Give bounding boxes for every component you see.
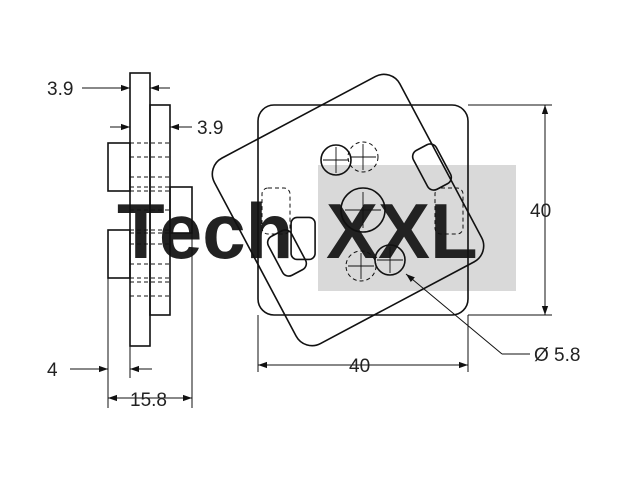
- front-rotated-plate: [211, 73, 485, 347]
- slot-upper-right: [411, 143, 453, 191]
- hole-center: [340, 187, 386, 233]
- hole-upper-left: [320, 144, 352, 176]
- watermark-text-right: XXL: [326, 187, 478, 275]
- dim-bottom-offset: 4: [47, 360, 58, 381]
- hidden-slot-left: [261, 187, 291, 235]
- side-boss-right: [169, 186, 193, 234]
- dim-flange-thickness: 3.9: [197, 118, 223, 139]
- watermark: Tech XXL: [117, 165, 516, 291]
- watermark-text-left: Tech: [117, 187, 293, 275]
- dim-top-thickness: 3.9: [47, 79, 73, 100]
- dim-total-width: 15.8: [130, 390, 167, 411]
- front-view: 40 40 Ø 5.8: [211, 73, 580, 377]
- dim-hole-diameter: Ø 5.8: [534, 345, 580, 366]
- slot-lower-left: [266, 229, 308, 277]
- dim-height: 40: [530, 201, 551, 222]
- side-view: 3.9 3.9 4 15.8: [47, 72, 223, 411]
- hidden-slot-right: [434, 187, 464, 235]
- front-square-plate: [257, 104, 469, 316]
- dim-width: 40: [349, 356, 370, 377]
- side-boss-left-upper: [107, 142, 131, 192]
- hole-lower-right: [374, 244, 406, 276]
- side-boss-left-lower: [107, 229, 131, 279]
- hole-upper-right-hidden: [347, 141, 379, 173]
